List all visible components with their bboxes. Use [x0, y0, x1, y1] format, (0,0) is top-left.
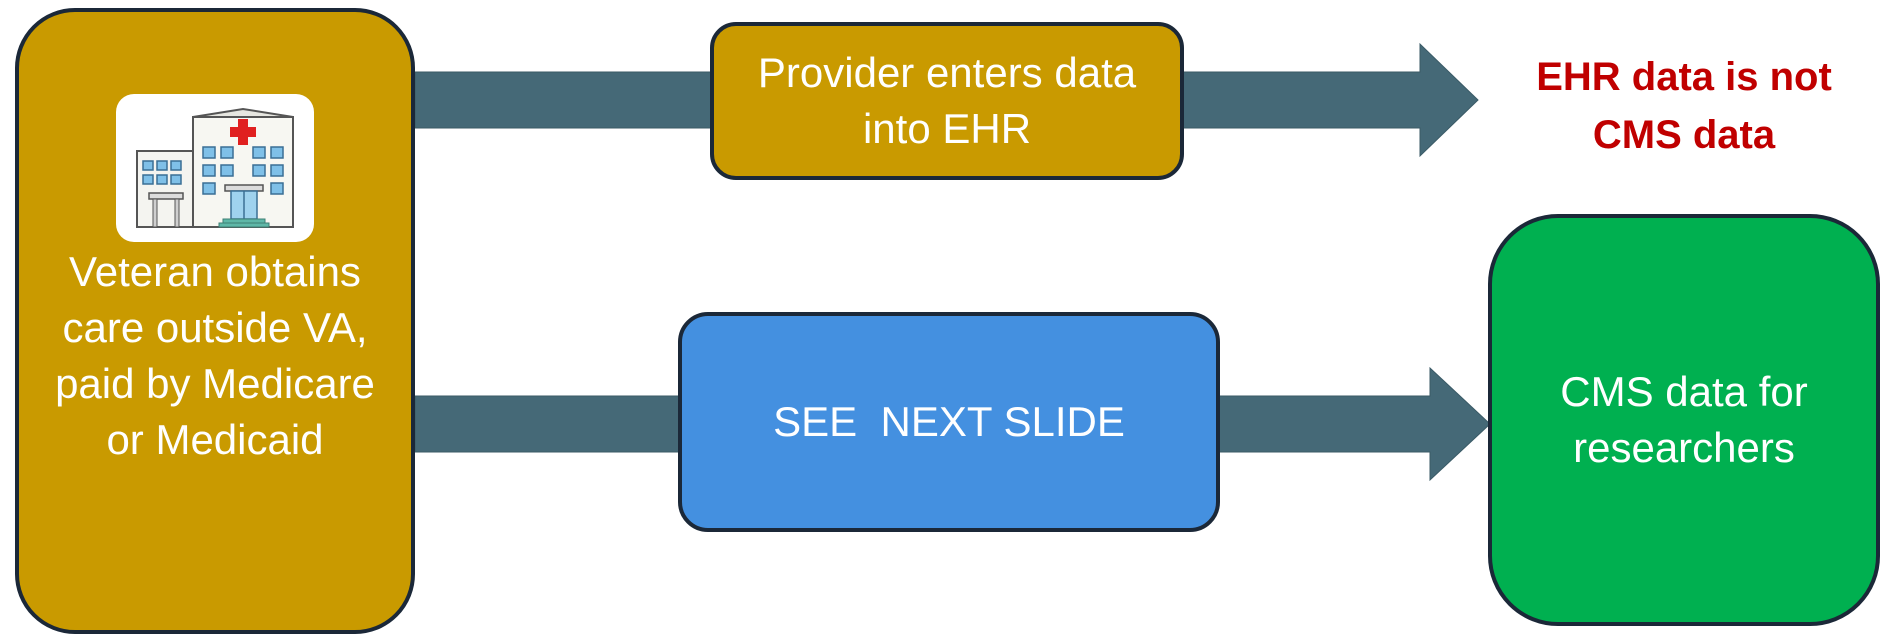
- cms-data-label: CMS data for researchers: [1560, 368, 1808, 471]
- veteran-care-label: Veteran obtains care outside VA, paid by…: [55, 248, 375, 463]
- see-next-slide-box: SEE NEXT SLIDE: [678, 312, 1220, 532]
- see-next-slide-label: SEE NEXT SLIDE: [773, 398, 1125, 445]
- provider-ehr-label: Provider enters data into EHR: [757, 49, 1137, 152]
- ehr-not-cms-note: EHR data is not CMS data: [1536, 55, 1832, 157]
- cms-data-box: CMS data for researchers: [1488, 214, 1880, 626]
- provider-ehr-box: Provider enters data into EHR: [710, 22, 1184, 180]
- veteran-care-box: Veteran obtains care outside VA, paid by…: [15, 8, 415, 634]
- hospital-icon: [116, 94, 314, 242]
